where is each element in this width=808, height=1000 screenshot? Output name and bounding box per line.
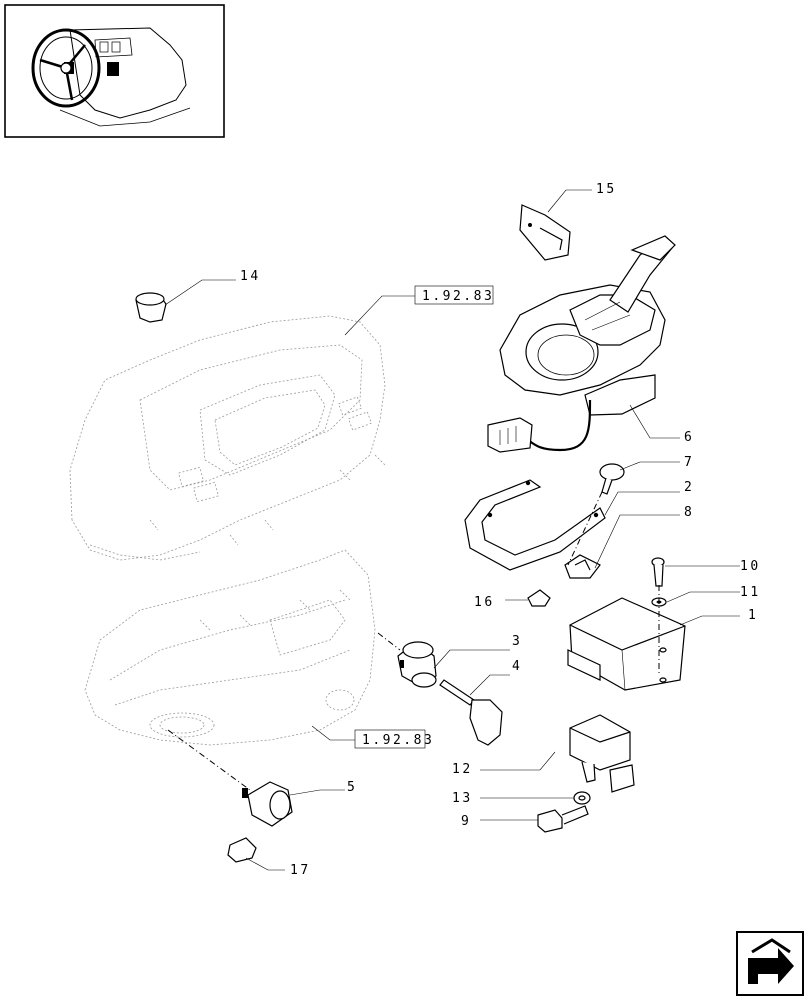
part-5-lighter xyxy=(242,781,345,827)
callout-16: 16 xyxy=(474,595,495,610)
leader-14 xyxy=(164,279,236,306)
part-10-screw xyxy=(651,557,740,587)
callout-8: 8 xyxy=(684,505,694,520)
part-1-control-unit xyxy=(567,597,740,691)
part-6-joystick-housing xyxy=(487,235,680,453)
dashboard-panel-lower-ghost xyxy=(84,549,376,746)
part-17-cap xyxy=(227,837,285,871)
part-14-cap xyxy=(135,292,167,323)
part-12-relay xyxy=(480,714,635,793)
next-page-arrow-icon[interactable] xyxy=(736,931,804,996)
part-7-bolt xyxy=(599,461,680,495)
part-15-bracket xyxy=(519,204,571,261)
callout-10: 10 xyxy=(740,559,761,574)
tractor-cab-dashboard-icon xyxy=(4,4,225,138)
reference-upper-text: 1.92.83 xyxy=(422,289,494,304)
reference-lower-text: 1.92.83 xyxy=(362,733,434,748)
callout-7: 7 xyxy=(684,455,694,470)
part-2-u-bracket xyxy=(464,479,680,571)
reference-upper[interactable]: 1.92.83 xyxy=(344,285,494,336)
callout-14: 14 xyxy=(240,269,261,284)
callout-13: 13 xyxy=(452,791,473,806)
part-9-screw xyxy=(480,805,589,833)
callout-17: 17 xyxy=(290,863,311,878)
part-8-nut-clip xyxy=(564,514,680,579)
part-4-key xyxy=(439,674,510,746)
callout-4: 4 xyxy=(512,659,522,674)
callout-15: 15 xyxy=(596,182,617,197)
callout-11: 11 xyxy=(740,585,761,600)
part-16-clip xyxy=(505,589,551,607)
callout-9: 9 xyxy=(461,814,471,829)
callout-5: 5 xyxy=(347,780,357,795)
part-11-washer xyxy=(651,591,740,607)
callout-12: 12 xyxy=(452,762,473,777)
callout-2: 2 xyxy=(684,480,694,495)
part-13-washer xyxy=(480,791,591,805)
assembly-axes xyxy=(167,491,660,791)
leader-15 xyxy=(547,189,592,213)
callout-3: 3 xyxy=(512,634,522,649)
dashboard-panel-upper-ghost xyxy=(69,315,386,561)
part-3-ignition-switch xyxy=(397,641,510,688)
callout-6: 6 xyxy=(684,430,694,445)
reference-lower[interactable]: 1.92.83 xyxy=(311,725,434,749)
callout-1: 1 xyxy=(748,608,758,623)
